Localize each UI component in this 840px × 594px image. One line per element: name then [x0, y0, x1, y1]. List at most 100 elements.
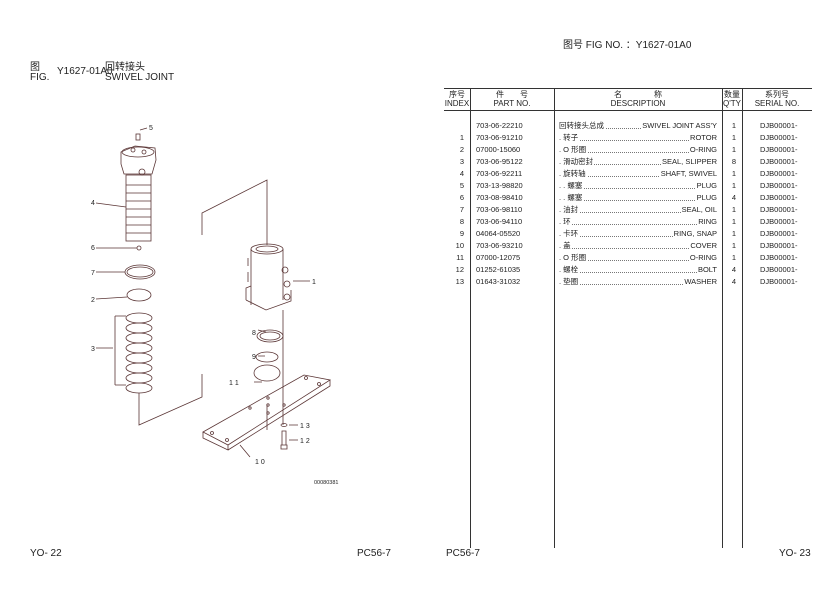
header-part-no-en: PART NO. [493, 99, 531, 108]
row-desc-en: SEAL, OIL [680, 204, 717, 216]
row-desc-en: BOLT [696, 264, 717, 276]
part-13-washer [280, 423, 288, 427]
part-8-ring [256, 329, 284, 343]
callout-4: 4 [91, 200, 95, 207]
row-qty: 4 [731, 277, 737, 286]
row-index: 13 [455, 277, 464, 286]
row-desc-en: O-RING [688, 252, 717, 264]
part-1-rotor-body [245, 243, 292, 311]
row-desc-cn: . 转子 [559, 132, 580, 144]
callout-6: 6 [91, 245, 95, 252]
right-model: PC56-7 [446, 548, 480, 559]
row-serial: DJB00001- [760, 217, 798, 226]
callout-3: 3 [91, 346, 95, 353]
parts-table: 序号 INDEX 件 号 PART NO. 名 称 DESCRIPTION 数量… [444, 88, 812, 548]
row-qty: 4 [731, 265, 737, 274]
row-part-no: 01252-61035 [476, 265, 521, 274]
row-index: 2 [459, 145, 464, 154]
row-desc-cn: . 环 [559, 216, 572, 228]
row-qty: 1 [731, 253, 737, 262]
callout-7: 7 [91, 270, 95, 277]
row-desc-en: PLUG [695, 180, 717, 192]
title-cn: 回转接头 [105, 62, 145, 73]
row-qty: 1 [731, 133, 737, 142]
row-index: 9 [459, 229, 464, 238]
callout-8: 8 [252, 330, 256, 337]
header-description-en: DESCRIPTION [610, 99, 666, 108]
header-index-en: INDEX [444, 99, 470, 108]
row-desc-en: SHAFT, SWIVEL [659, 168, 717, 180]
row-leader-dots [559, 132, 717, 141]
row-desc-en: PLUG [695, 192, 717, 204]
row-desc-cn: . 旋转轴 [559, 168, 587, 180]
part-6-plug [136, 245, 142, 251]
row-leader-dots [559, 252, 717, 261]
left-page-number: YO- 22 [30, 548, 62, 559]
fig-code: Y1627-01A0 [57, 66, 113, 77]
row-index [444, 120, 464, 132]
row-desc-cn: . . 螺塞 [559, 180, 584, 192]
row-qty: 1 [731, 121, 737, 130]
exploded-parts-diagram: 5 4 6 7 2 3 1 8 9 1 1 1 3 1 2 1 0 000803… [91, 125, 338, 486]
row-index: 6 [459, 193, 464, 202]
row-serial: DJB00001- [760, 265, 798, 274]
row-qty: 1 [731, 241, 737, 250]
row-part-no: 703-06-95122 [476, 157, 523, 166]
header-part-no-cn: 件 号 [496, 90, 528, 99]
row-qty: 1 [731, 217, 737, 226]
part-12-bolt [280, 430, 288, 450]
row-leader-dots [559, 264, 717, 273]
row-index: 5 [459, 181, 464, 190]
fig-label-en: FIG. [30, 72, 50, 83]
row-serial: DJB00001- [760, 169, 798, 178]
row-desc-cn: . O 形圈 [559, 252, 588, 264]
row-desc-en: WASHER [683, 276, 717, 288]
row-serial: DJB00001- [760, 241, 798, 250]
row-leader-dots [559, 204, 717, 213]
header-index-cn: 序号 [449, 90, 465, 99]
part-11-o-ring [253, 364, 281, 382]
row-qty: 8 [731, 157, 737, 166]
header-description-cn: 名 称 [614, 90, 662, 99]
part-5-plug [135, 133, 141, 141]
row-qty: 1 [731, 169, 737, 178]
header-qty-cn: 数量 [724, 90, 740, 99]
row-part-no: 07000-15060 [476, 145, 521, 154]
part-10-cover [202, 374, 332, 451]
row-index: 7 [459, 205, 464, 214]
row-serial: DJB00001- [760, 229, 798, 238]
row-desc-cn: . O 形圈 [559, 144, 588, 156]
row-desc-en: COVER [689, 240, 717, 252]
row-desc-en: ROTOR [689, 132, 717, 144]
part-9-snap-ring [255, 351, 279, 363]
row-desc-cn: . 卡环 [559, 228, 580, 240]
header-serial-en: SERIAL NO. [754, 99, 800, 108]
row-leader-dots [559, 168, 717, 177]
callout-2: 2 [91, 297, 95, 304]
left-model: PC56-7 [357, 548, 391, 559]
row-leader-dots [559, 180, 717, 189]
row-desc-en: RING, SNAP [672, 228, 717, 240]
part-4-shaft [120, 145, 157, 242]
callout-9: 9 [252, 354, 256, 361]
part-3-slipper-seals [125, 312, 153, 394]
row-serial: DJB00001- [760, 121, 798, 130]
row-index: 10 [455, 241, 464, 250]
row-part-no: 703-08-98410 [476, 193, 523, 202]
row-desc-en: RING [697, 216, 717, 228]
row-part-no: 703-13-98820 [476, 181, 523, 190]
row-desc-cn: . 垫圈 [559, 276, 580, 288]
row-part-no: 01643-31032 [476, 277, 521, 286]
row-part-no: 04064-05520 [476, 229, 521, 238]
row-serial: DJB00001- [760, 145, 798, 154]
row-qty: 1 [731, 229, 737, 238]
row-desc-cn: 回转接头总成 [559, 120, 605, 132]
row-qty: 4 [731, 193, 737, 202]
title-en: SWIVEL JOINT [105, 72, 175, 83]
row-leader-dots [559, 120, 717, 129]
row-leader-dots [559, 216, 717, 225]
row-part-no: 703-06-94110 [476, 217, 523, 226]
fig-number-header: 图号 FIG NO. ：Y1627-01A0 [563, 40, 692, 51]
row-leader-dots [559, 144, 717, 153]
header-qty-en: Q'TY [723, 99, 741, 108]
